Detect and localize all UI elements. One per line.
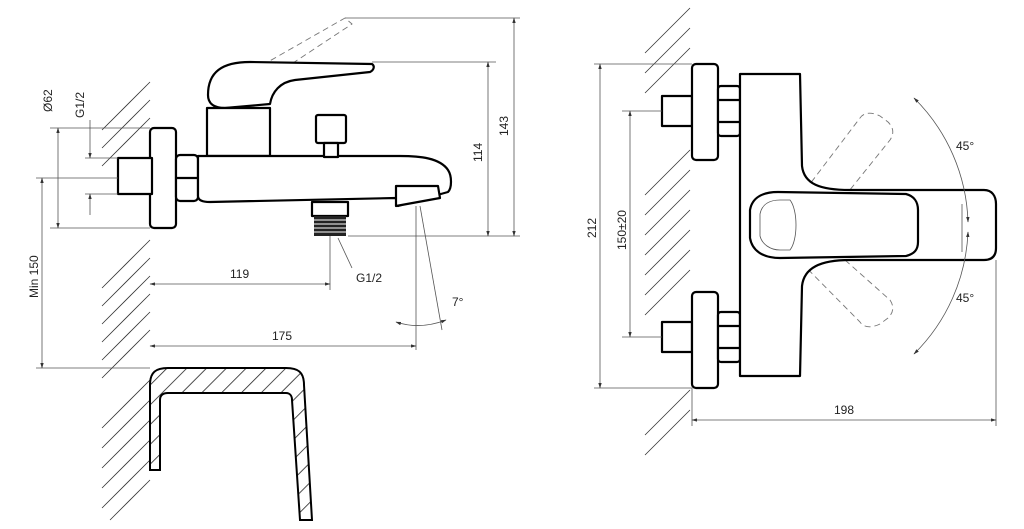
diverter-stem	[322, 141, 340, 159]
front-view: 45° 45° 212 150±20 198	[585, 7, 998, 456]
mixer-body-spout	[196, 154, 453, 208]
wall-hatching-left	[101, 81, 151, 521]
bottom-flange	[690, 290, 720, 390]
handle-inner-contour	[759, 199, 797, 251]
dim-angle-45-bottom: 45°	[956, 291, 974, 305]
dim-198: 198	[834, 403, 854, 417]
bottom-nut	[716, 310, 742, 364]
dim-inlet-thread: G1/2	[73, 92, 87, 118]
top-nut	[716, 84, 742, 138]
dim-175: 175	[272, 329, 292, 343]
wall-hatching-right	[644, 7, 691, 456]
dim-diameter-62: Ø62	[41, 89, 55, 112]
inlet-pipe	[116, 156, 154, 196]
dim-angle-7: 7°	[452, 295, 464, 309]
dim-114: 114	[471, 143, 485, 162]
dim-150-20: 150±20	[615, 210, 629, 250]
spout-outlet	[394, 184, 442, 208]
bottom-inlet-pipe	[660, 320, 694, 354]
wall-flange	[148, 126, 178, 230]
dim-angle-45-top: 45°	[956, 139, 974, 153]
cartridge-housing	[205, 106, 272, 158]
handle-rotated-outlines	[774, 112, 894, 328]
dim-143: 143	[497, 116, 511, 136]
dim-outlet-thread: G1/2	[356, 271, 382, 285]
diverter-knob	[314, 113, 348, 145]
shower-outlet-thread	[314, 216, 346, 236]
handle-raised-outline	[208, 17, 353, 99]
side-view: Ø62 G1/2 Min 150 114 143 119 G1/2 7° 175	[27, 17, 520, 521]
dim-119: 119	[230, 267, 249, 281]
top-flange	[690, 62, 720, 162]
front-lever-handle	[748, 190, 920, 260]
shower-outlet-stub	[310, 200, 350, 218]
dim-212: 212	[585, 218, 599, 238]
top-inlet-pipe	[660, 94, 694, 128]
dim-min-150: Min 150	[27, 255, 41, 298]
bathtub-rim	[149, 367, 314, 521]
thread-lines	[314, 219, 346, 233]
lever-handle	[206, 60, 375, 110]
